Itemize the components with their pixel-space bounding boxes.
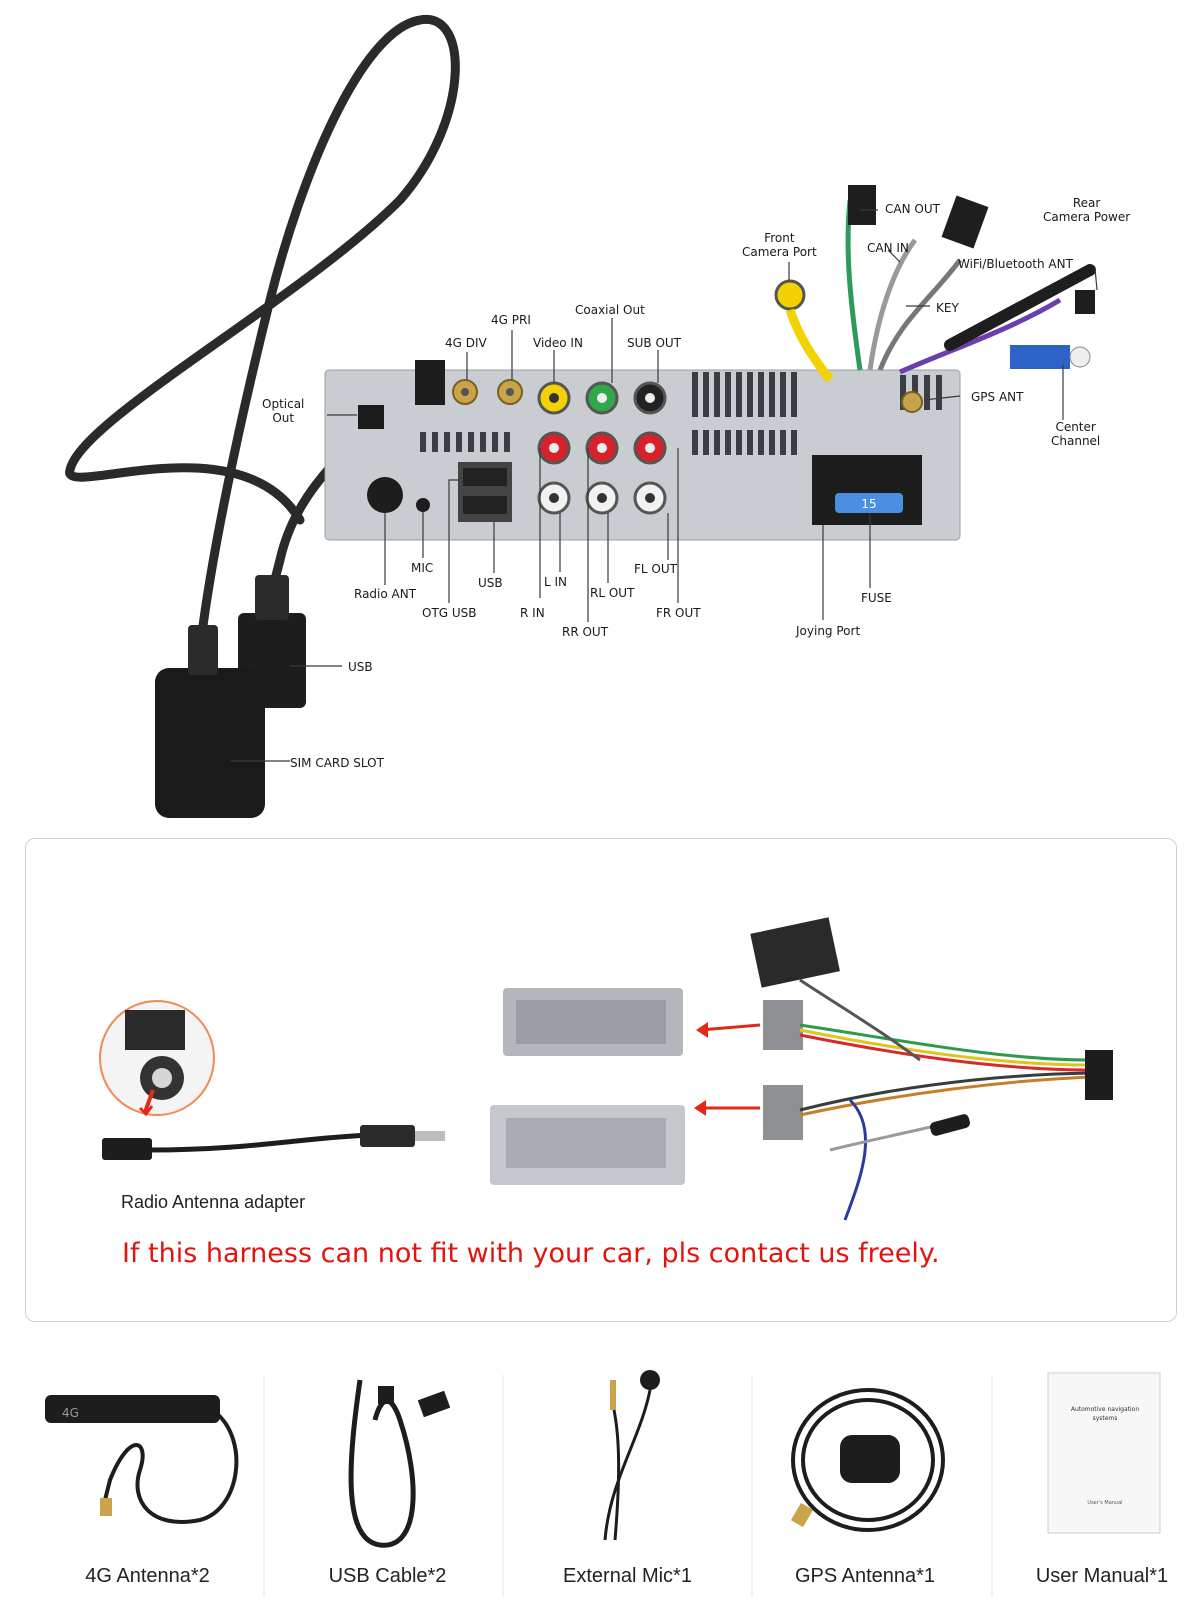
svg-text:4G: 4G [62,1406,79,1420]
fuse-value: 15 [861,497,876,511]
harness-note: If this harness can not fit with your ca… [122,1238,940,1269]
center-channel-plug [1010,345,1070,369]
label-usb-cable: USB [348,660,373,674]
label-sub-out: SUB OUT [627,336,682,350]
cable-loop [65,14,460,655]
label-mic: MIC [411,561,434,575]
label-rr-out: RR OUT [562,625,609,639]
label-joying-port: Joying Port [796,624,861,638]
radio-ant-socket [367,477,403,513]
acc-label-usb-cable: USB Cable*2 [328,1565,447,1587]
sim-card-box [155,668,265,818]
gps-ant-socket [901,391,923,413]
acc-label-user-manual: User Manual*1 [1035,1565,1169,1587]
label-can-out: CAN OUT [885,202,940,216]
label-key: KEY [936,301,959,315]
label-video-in: Video IN [533,336,583,350]
label-gps-ant: GPS ANT [971,390,1024,404]
acc-label-gps-antenna: GPS Antenna*1 [794,1565,936,1587]
gps-antenna-image [840,1435,900,1483]
rear-panel-diagram: 15 [65,14,1098,818]
wifi-bt-antenna [944,264,1096,351]
radio-antenna-adapter-label: Radio Antenna adapter [121,1192,306,1212]
rear-camera-power-plug [1075,290,1095,314]
label-otg-usb: OTG USB [422,606,477,620]
g4-antenna-image [45,1395,220,1423]
label-rear-camera-power: Rear Camera Power [1043,196,1131,224]
label-rl-out: RL OUT [590,586,635,600]
mic-socket [416,498,430,512]
can-in-plug [941,195,989,249]
optical-port [358,405,384,429]
label-fl-out: FL OUT [634,562,677,576]
gps-cable-coil [791,1388,945,1532]
mic-image [640,1370,660,1390]
label-center-channel: Center Channel [1051,420,1101,448]
label-fr-out: FR OUT [656,606,701,620]
manual-cover-title: Automotive navigation systems [1070,1406,1140,1422]
label-4g-pri: 4G PRI [491,313,531,327]
acc-label-external-mic: External Mic*1 [563,1565,692,1587]
label-usb: USB [478,576,503,590]
acc-label-4g-antenna: 4G Antenna*2 [85,1565,210,1587]
label-optical-out: Optical Out [262,397,305,425]
label-r-in: R IN [520,606,545,620]
label-front-camera-port: Front Camera Port [742,231,817,259]
manual-image [1047,1372,1161,1534]
label-radio-ant: Radio ANT [354,587,417,601]
label-can-in: CAN IN [867,241,909,255]
joying-port [812,455,922,525]
label-coaxial-out: Coaxial Out [575,303,645,317]
manual-cover-subtitle: User's Manual [1087,1500,1123,1506]
label-fuse: FUSE [861,591,892,605]
label-l-in: L IN [544,575,568,589]
fuse-block [835,493,903,513]
label-sim-card-slot: SIM CARD SLOT [290,756,384,770]
label-4g-div: 4G DIV [445,336,487,350]
can-out-plug [848,185,876,225]
usb-cable-image [348,1379,416,1548]
label-wifi-bt-ant: WiFi/Bluetooth ANT [958,257,1073,271]
front-camera-rca [774,279,806,311]
